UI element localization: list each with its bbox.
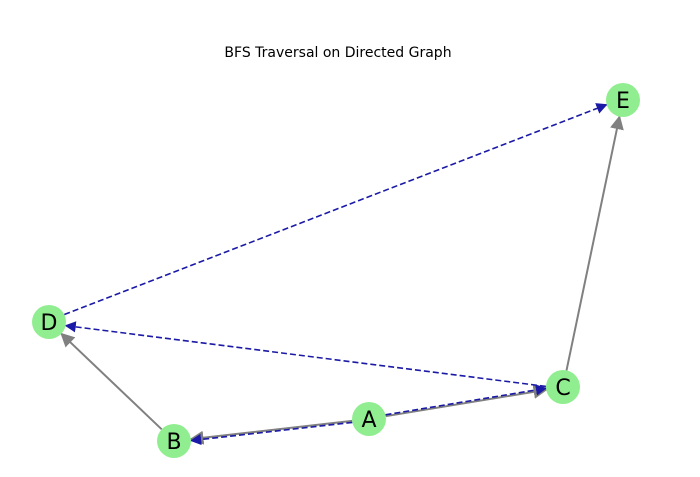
node-e: E (606, 83, 640, 117)
node-circle (606, 83, 640, 117)
edge-a-c (385, 384, 548, 418)
node-label: E (616, 89, 630, 114)
edge-a-b (189, 419, 353, 445)
node-circle (546, 370, 580, 404)
bfs-edge-a-c (385, 384, 548, 416)
node-c: C (546, 370, 580, 404)
node-label: A (361, 408, 376, 433)
node-label: C (555, 376, 570, 401)
node-circle (32, 305, 66, 339)
nodes-layer: A B C D E (32, 83, 640, 458)
node-circle (157, 424, 191, 458)
node-circle (352, 402, 386, 436)
node-d: D (32, 305, 66, 339)
node-label: B (166, 430, 181, 455)
bfs-edge-a-b (189, 421, 353, 446)
graph-title: BFS Traversal on Directed Graph (224, 45, 451, 61)
edge-b-d (60, 332, 163, 431)
node-a: A (352, 402, 386, 436)
bfs-edge-c-d (64, 321, 547, 388)
bfs-edges-layer (64, 103, 608, 446)
edges-layer (60, 115, 624, 445)
node-b: B (157, 424, 191, 458)
edge-c-e (565, 115, 624, 371)
bfs-edge-d-e (64, 103, 608, 316)
node-label: D (41, 311, 58, 336)
